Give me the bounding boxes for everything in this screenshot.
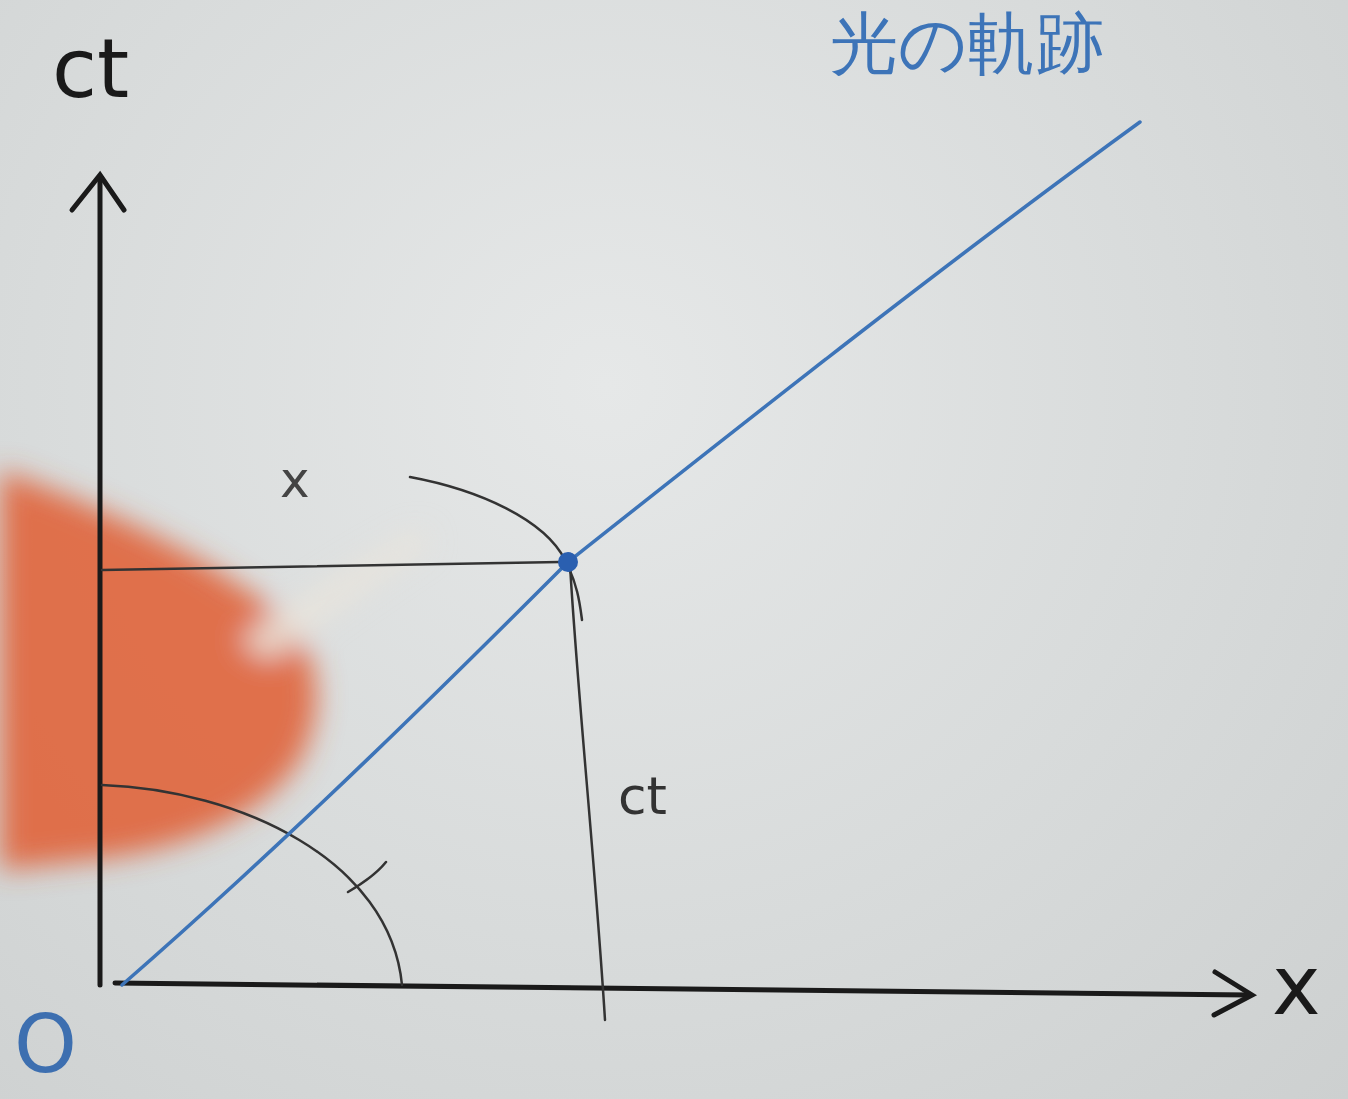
ct-axis-label: ct [52,28,129,110]
angle-tick [348,862,386,892]
ct-segment-label: ct [618,770,667,822]
ct-axis [98,178,103,985]
x-axis-arrow [1214,972,1252,1015]
ct-projection [570,565,605,1020]
construction-lines [102,477,605,1020]
x-axis-label: x [1272,945,1321,1027]
axes [72,175,1252,1015]
light-worldline [122,122,1140,985]
x-segment-label: x [280,455,310,505]
arc-at-event [410,477,582,620]
angle-arc [102,785,402,985]
light-trajectory-label: 光の軌跡 [830,10,1104,78]
x-projection [102,562,560,570]
hand [0,470,430,870]
origin-label: O [14,1005,77,1085]
event-dot [558,552,578,572]
x-axis [115,983,1250,995]
ct-axis-arrow [72,175,124,210]
